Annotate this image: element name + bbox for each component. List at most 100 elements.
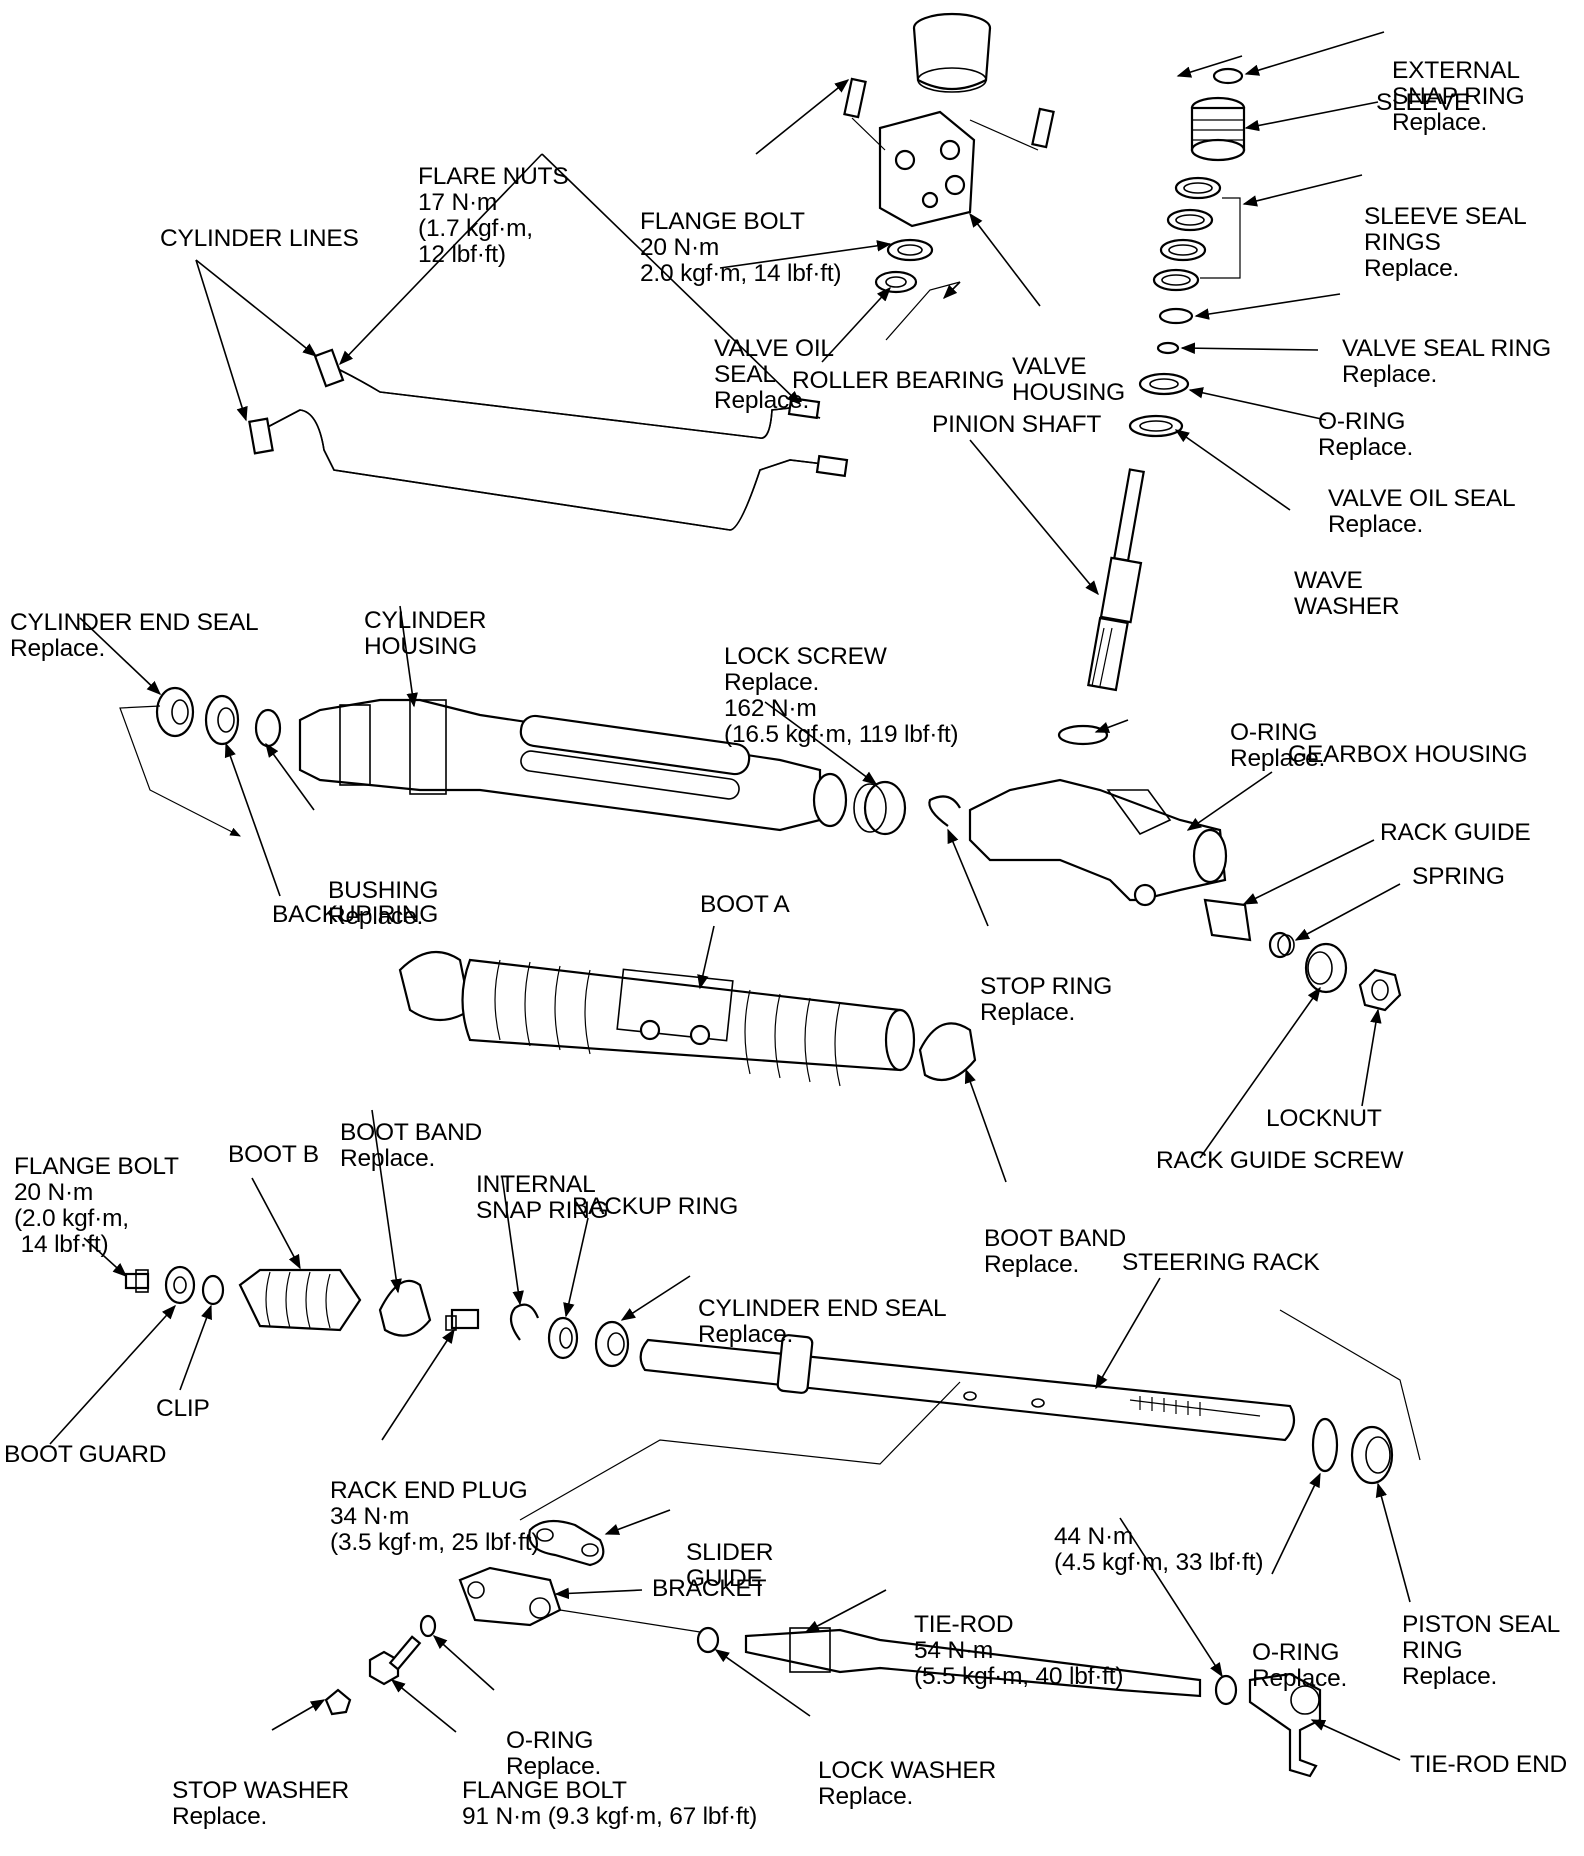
lock-washer-part [696, 1626, 720, 1654]
external-snap-ring-part [1212, 67, 1244, 85]
tie-rod-end-part [1248, 1672, 1322, 1778]
spring-part [1268, 931, 1295, 959]
pinion-shaft-part [1087, 468, 1145, 692]
gearbox-housing-part [968, 778, 1228, 907]
label-backup-ring-top: BACKUP RING [272, 901, 439, 928]
label-rack-guide-screw: RACK GUIDE SCREW [1156, 1147, 1404, 1174]
boot-a-part [398, 950, 916, 1087]
wave-washer-part [1128, 414, 1184, 438]
backup-ring-bottom-part [547, 1316, 579, 1360]
label-pinion-shaft: PINION SHAFT [932, 411, 1102, 438]
label-bracket: BRACKET [652, 1575, 767, 1602]
boot-b-part [238, 1268, 362, 1332]
label-boot-guard: BOOT GUARD [4, 1441, 167, 1468]
rack-end-plug-part [445, 1308, 480, 1331]
o-ring-lower-right-part [1311, 1417, 1339, 1473]
cylinder-lines-part [248, 348, 849, 531]
flange-bolt-top-part [843, 77, 1055, 149]
flange-bolt-bottom-part [368, 1635, 422, 1686]
label-spring: SPRING [1412, 863, 1505, 890]
label-boot-b: BOOT B [228, 1141, 319, 1168]
cylinder-housing-part [298, 698, 848, 832]
label-steering-rack: STEERING RACK [1122, 1249, 1320, 1276]
o-ring-mid-part [1057, 724, 1109, 746]
label-sleeve: SLEEVE [1376, 89, 1471, 116]
boot-band-right-part [918, 1022, 977, 1082]
label-backup-ring-bottom: BACKUP RING [572, 1193, 739, 1220]
label-gearbox-housing: GEARBOX HOUSING [1288, 741, 1528, 768]
valve-oil-seal-left-part [886, 238, 934, 262]
label-boot-a: BOOT A [700, 891, 790, 918]
label-tie-rod-end: TIE-ROD END [1410, 1751, 1568, 1778]
label-clip: CLIP [156, 1395, 210, 1422]
leader-lines [49, 31, 1411, 1761]
label-locknut: LOCKNUT [1266, 1105, 1382, 1132]
clip-part [201, 1274, 225, 1306]
boot-band-left-part [378, 1279, 432, 1337]
label-torque-44: 44 N·m(4.5 kgf·m, 33 lbf·ft) [1054, 1523, 1264, 1576]
sleeve-seal-rings-part [1152, 176, 1241, 292]
rack-guide-part [1203, 898, 1252, 942]
valve-oil-seal-right-part [1138, 372, 1190, 396]
slider-guide-part [528, 1519, 605, 1567]
flange-bolt-left-part [124, 1269, 150, 1293]
piston-seal-ring-part [1350, 1425, 1394, 1485]
backup-ring-top-part [204, 694, 240, 746]
valve-seal-ring-part [1158, 307, 1194, 325]
label-cylinder-lines: CYLINDER LINES [160, 225, 359, 252]
stop-washer-part [324, 1688, 352, 1716]
o-ring-lower-left-part [419, 1614, 437, 1638]
dust-cap-part [912, 12, 992, 93]
internal-snap-ring-part [509, 1303, 540, 1341]
steering-rack-part [639, 1334, 1296, 1442]
bushing-part [254, 708, 282, 748]
cylinder-end-seal-bottom-part [594, 1320, 630, 1368]
o-ring-upper-part [1156, 341, 1180, 355]
tie-rod-part [744, 1627, 1202, 1698]
lock-screw-part [853, 780, 907, 836]
label-rack-guide: RACK GUIDE [1380, 819, 1531, 846]
lock-nut-44-part [1214, 1674, 1238, 1706]
rack-guide-screw-part [1304, 942, 1348, 994]
roller-bearing-part [874, 270, 918, 294]
cylinder-end-seal-top-part [155, 686, 195, 738]
label-roller-bearing: ROLLER BEARING [792, 367, 1005, 394]
locknut-part [1358, 968, 1402, 1012]
boot-guard-part [164, 1265, 196, 1305]
stop-ring-part [928, 795, 961, 827]
diagram-artwork [49, 12, 1421, 1778]
valve-housing-part [851, 110, 1039, 228]
sleeve-part [1190, 96, 1246, 162]
